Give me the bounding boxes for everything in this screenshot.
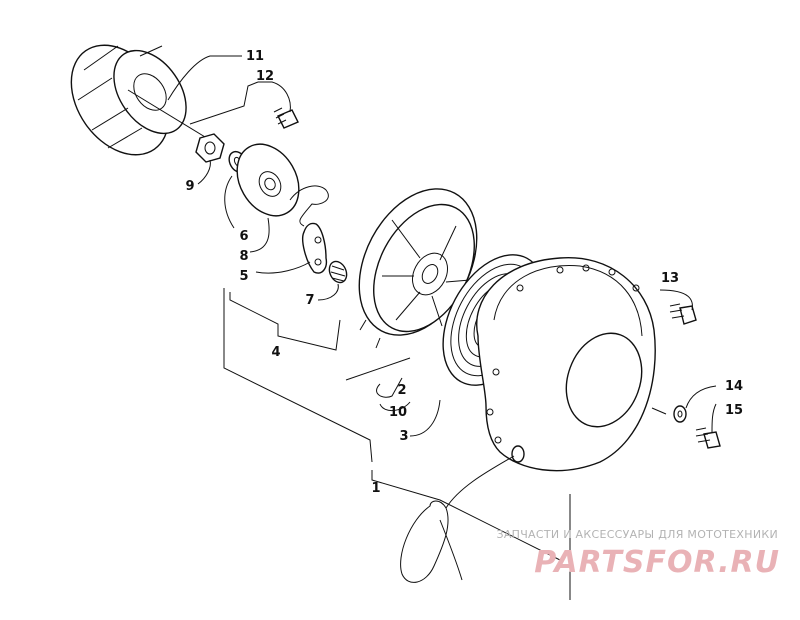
watermark-logo: PARTSFOR.RU bbox=[534, 545, 780, 580]
callout-15: 15 bbox=[725, 403, 743, 418]
rope-handle-loop bbox=[400, 455, 515, 583]
callout-3: 3 bbox=[399, 429, 408, 444]
lock-washer-14 bbox=[673, 405, 687, 423]
callout-labels: 11 12 9 6 8 5 7 4 2 10 3 1 13 14 15 bbox=[185, 49, 743, 496]
callout-13: 13 bbox=[661, 271, 679, 286]
callout-5: 5 bbox=[239, 269, 248, 284]
watermark: ЗАПЧАСТИ И АКСЕССУАРЫ ДЛЯ МОТОТЕХНИКИ PA… bbox=[496, 528, 780, 580]
callout-1: 1 bbox=[371, 481, 380, 496]
leader-lines bbox=[167, 55, 717, 600]
rope-reel bbox=[358, 188, 478, 349]
friction-spring bbox=[289, 185, 329, 227]
callout-12: 12 bbox=[256, 69, 274, 84]
callout-10: 10 bbox=[389, 405, 407, 420]
callout-6: 6 bbox=[239, 229, 248, 244]
callout-7: 7 bbox=[305, 293, 314, 308]
bolt-13 bbox=[669, 303, 697, 325]
bolt-12 bbox=[273, 107, 299, 129]
callout-9: 9 bbox=[185, 179, 194, 194]
callout-11: 11 bbox=[246, 49, 264, 64]
callout-14: 14 bbox=[725, 379, 743, 394]
callout-2: 2 bbox=[397, 383, 406, 398]
starter-rope bbox=[345, 357, 411, 381]
starter-pulley-cup bbox=[70, 44, 187, 156]
starter-housing bbox=[476, 257, 656, 472]
pawl-spring bbox=[328, 260, 348, 284]
callout-4: 4 bbox=[271, 345, 280, 360]
watermark-tagline: ЗАПЧАСТИ И АКСЕССУАРЫ ДЛЯ МОТОТЕХНИКИ bbox=[496, 528, 778, 541]
ratchet-pawl bbox=[302, 222, 328, 274]
ratchet-plate bbox=[236, 143, 300, 217]
callout-8: 8 bbox=[239, 249, 248, 264]
hex-nut bbox=[195, 133, 225, 163]
bolt-15 bbox=[695, 427, 721, 449]
